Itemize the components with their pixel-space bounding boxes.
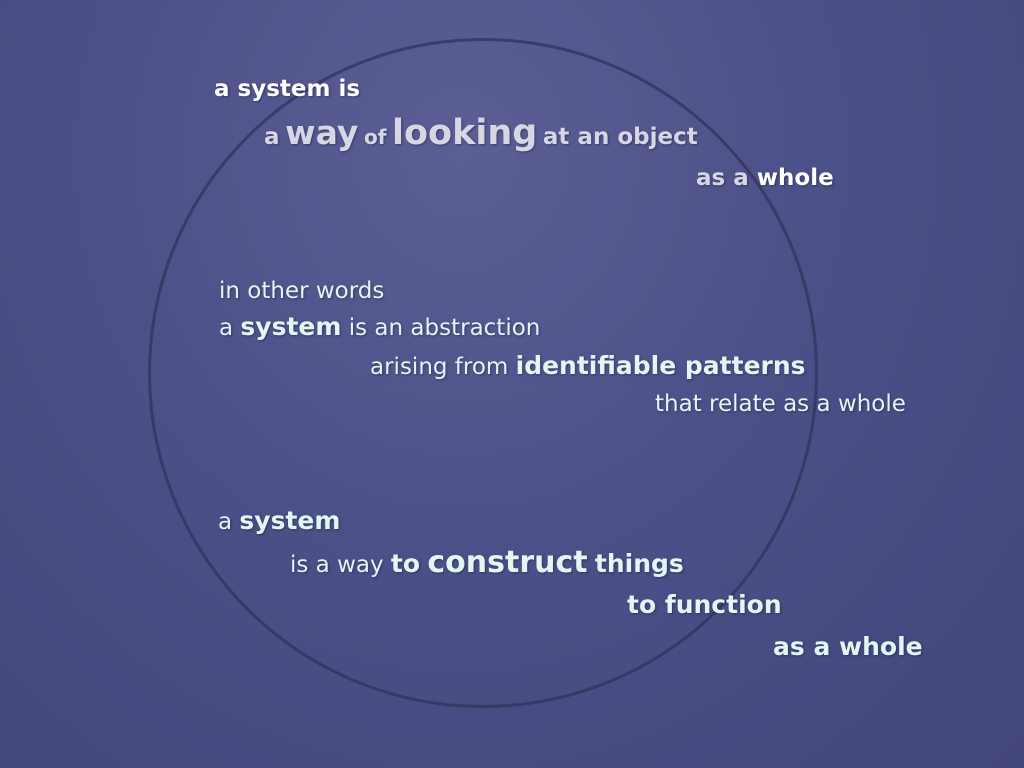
block3-line4: as a whole bbox=[773, 632, 923, 661]
block1-line2: a way of looking at an object bbox=[264, 116, 698, 151]
block1-line1: a system is bbox=[214, 76, 361, 102]
word-construct: construct bbox=[427, 545, 588, 580]
word-looking: looking bbox=[391, 113, 538, 153]
words-identifiable-patterns: identifiable patterns bbox=[515, 351, 806, 380]
words-arising-from: arising from bbox=[370, 354, 509, 380]
block3-line3: to function bbox=[627, 590, 782, 619]
words-at-an-object: at an object bbox=[542, 124, 698, 150]
word-way: way bbox=[285, 113, 359, 152]
word-system: system bbox=[239, 506, 341, 535]
block1-line3: as a whole bbox=[696, 167, 834, 190]
word-a: a bbox=[264, 124, 280, 150]
word-things: things bbox=[594, 549, 684, 578]
block2-line2: a system is an abstraction bbox=[219, 314, 540, 340]
word-of: of bbox=[363, 125, 387, 149]
words-as-a: as a bbox=[696, 165, 749, 191]
word-whole: whole bbox=[756, 165, 834, 191]
block3-line1: a system bbox=[218, 508, 340, 534]
words-is-an-abstraction: is an abstraction bbox=[348, 315, 541, 341]
word-to: to bbox=[390, 549, 421, 578]
words-is-a-way: is a way bbox=[290, 552, 384, 578]
word-a: a bbox=[219, 315, 234, 341]
word-a: a bbox=[218, 509, 233, 535]
block2-line1: in other words bbox=[219, 278, 385, 304]
circle-outline bbox=[148, 38, 818, 708]
block2-line3: arising from identifiable patterns bbox=[370, 353, 806, 379]
block3-line2: is a way to construct things bbox=[290, 548, 684, 578]
word-system: system bbox=[240, 312, 342, 341]
block2-line4: that relate as a whole bbox=[655, 391, 906, 417]
